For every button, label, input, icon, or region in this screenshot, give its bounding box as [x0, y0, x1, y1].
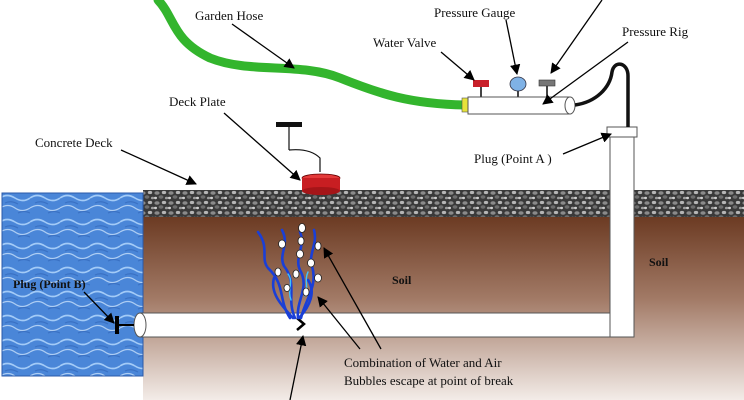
air-bubbles: [274, 223, 322, 297]
concrete-deck-gravel: [143, 190, 744, 217]
underground-pipe: [139, 312, 611, 338]
arrow-pressure-gauge: [505, 19, 521, 76]
deck-plate-label: Deck Plate: [169, 94, 226, 109]
plug-point-a-label: Plug (Point A ): [474, 151, 552, 166]
arrow-bottom: [289, 334, 307, 400]
water-valve-label: Water Valve: [373, 35, 437, 50]
arrow-plug-point-a: [562, 132, 612, 155]
concrete-deck-label: Concrete Deck: [35, 135, 113, 150]
arrow-deck-plate: [223, 112, 301, 181]
arrow-bubbles-2: [317, 296, 361, 350]
plug-point-a-cap: [606, 126, 638, 138]
plug-point-b-label: Plug (Point B): [13, 277, 86, 291]
bubbles-caption-line2: Bubbles escape at point of break: [344, 373, 514, 388]
bubbles-caption-line1: Combination of Water and Air: [344, 355, 502, 370]
arrow-water-valve: [440, 51, 475, 81]
arrow-concrete-deck: [120, 149, 197, 185]
pipe-left-end: [133, 312, 147, 338]
arrow-bubbles-1: [323, 247, 382, 350]
riser-pipe: [609, 134, 635, 338]
soil-region: [143, 216, 744, 400]
plug-point-b: [115, 316, 119, 334]
pool-water: [1, 192, 144, 377]
garden-hose-label: Garden Hose: [195, 8, 264, 23]
soil-label-right: Soil: [649, 255, 669, 269]
deck-plate: [276, 122, 341, 195]
arrow-unlabeled-top: [550, 0, 603, 74]
pressure-rig-label: Pressure Rig: [622, 24, 689, 39]
pressure-rig: [461, 76, 576, 115]
soil-label-left: Soil: [392, 273, 412, 287]
pipe-break-mark: [296, 317, 306, 331]
arrow-pressure-rig: [542, 41, 629, 105]
arrow-garden-hose: [231, 23, 295, 69]
pressure-gauge-label: Pressure Gauge: [434, 5, 516, 20]
arrow-plug-point-b: [83, 291, 115, 324]
rig-connection-tube: [574, 62, 630, 127]
